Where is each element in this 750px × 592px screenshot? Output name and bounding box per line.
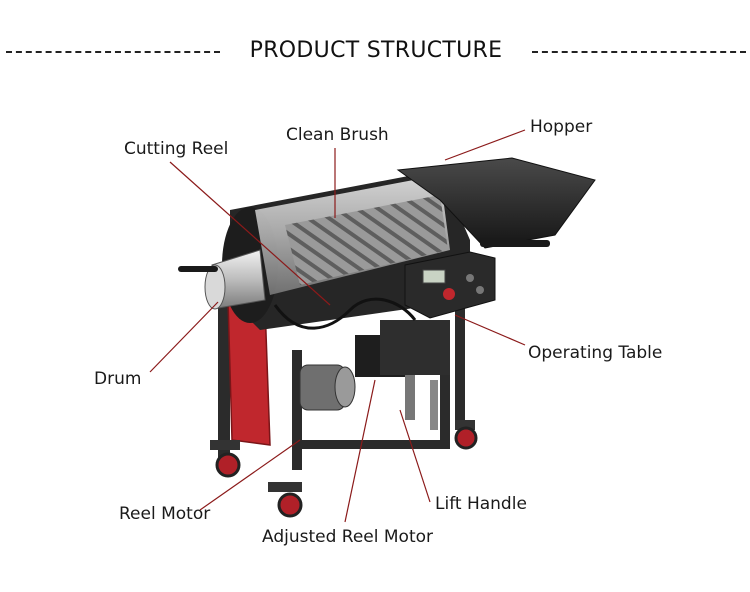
- caster-wheels: [210, 420, 478, 518]
- leader-hopper: [444, 129, 526, 161]
- title-divider-right: [532, 51, 746, 53]
- label-lift-handle: Lift Handle: [435, 494, 527, 514]
- leader-lift-handle: [399, 409, 431, 503]
- reel-motor: [299, 364, 356, 411]
- leader-adjusted-reel-motor: [344, 379, 376, 523]
- leader-operating-table: [454, 314, 526, 346]
- label-operating-table: Operating Table: [528, 343, 663, 363]
- label-cutting-reel: Cutting Reel: [124, 139, 229, 159]
- label-hopper: Hopper: [530, 117, 593, 137]
- title-bar: PRODUCT STRUCTURE: [0, 34, 750, 70]
- leader-drum: [149, 301, 219, 373]
- cables: [273, 297, 417, 330]
- hopper-body: [396, 157, 596, 249]
- hopper-handle: [480, 240, 550, 247]
- label-adjusted-reel-motor: Adjusted Reel Motor: [262, 527, 434, 547]
- label-drum: Drum: [94, 369, 142, 389]
- title-divider-left: [6, 51, 220, 53]
- leader-lines: [149, 129, 526, 523]
- operating-panel: [404, 251, 496, 319]
- adjusted-reel-motor: [355, 320, 450, 377]
- leader-cutting-reel: [169, 161, 331, 306]
- label-reel-motor: Reel Motor: [119, 504, 211, 524]
- drum-outlet: [178, 249, 266, 310]
- page-title: PRODUCT STRUCTURE: [249, 38, 503, 63]
- label-clean-brush: Clean Brush: [286, 125, 389, 145]
- frame: [218, 300, 465, 470]
- leader-reel-motor: [199, 439, 301, 511]
